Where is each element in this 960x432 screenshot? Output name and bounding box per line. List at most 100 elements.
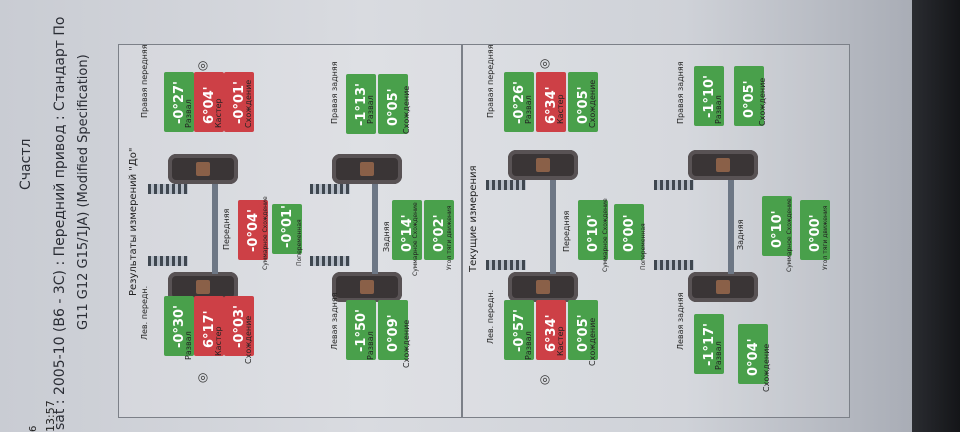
fr-caster-label: Кастер xyxy=(214,98,223,128)
fr-toe-box: 0°05' xyxy=(568,72,598,132)
rear-center-label: Задняя xyxy=(382,221,391,252)
rl-toe-value: 0°04' xyxy=(746,338,761,376)
rl-toe-label: Схождение xyxy=(762,343,771,392)
rear-center-label: Задняя xyxy=(736,219,745,250)
rl-camber-label: Развал xyxy=(714,341,723,370)
header-date: 6 xyxy=(28,425,39,432)
fc-setback-label: Попеременная xyxy=(640,223,647,270)
front-axle xyxy=(550,180,556,274)
header-line1: Счастл xyxy=(18,138,34,190)
fr-toe-label: Схождение xyxy=(244,79,253,128)
tire-icon: ◎ xyxy=(197,58,209,72)
rr-toe-box: 0°05' xyxy=(378,74,408,134)
rr-toe-value: 0°05' xyxy=(742,80,757,118)
front-right-title: Правая передняя xyxy=(486,44,495,118)
rl-toe-box: 0°09' xyxy=(378,300,408,360)
spring-icon xyxy=(310,256,350,266)
fr-camber-box: -0°26' xyxy=(504,72,534,132)
rr-camber-box: -1°13' xyxy=(346,74,376,134)
rc-thrust-value: 0°00' xyxy=(808,214,823,252)
panel-before-title: Результаты измерений "До" xyxy=(128,147,139,296)
rear-axle xyxy=(372,184,378,274)
fl-camber-label: Развал xyxy=(184,331,193,360)
rl-toe-label: Схождение xyxy=(402,319,411,368)
rc-total-label: Суммарное Схождение xyxy=(412,202,419,276)
rc-thrust-value: 0°02' xyxy=(432,214,447,252)
wheel-front-left xyxy=(508,272,578,302)
rr-camber-box: -1°10' xyxy=(694,66,724,126)
rr-camber-label: Развал xyxy=(366,95,375,124)
rc-thrust-label: Угол тяги движения xyxy=(822,205,829,270)
wheel-rear-right xyxy=(332,154,402,184)
rr-camber-label: Развал xyxy=(714,95,723,124)
rear-right-title: Правая задняя xyxy=(330,61,339,124)
front-center-label: Передняя xyxy=(562,210,571,252)
hub xyxy=(536,280,550,294)
spring-icon xyxy=(310,184,350,194)
wheel-front-right xyxy=(508,150,578,180)
wheel-front-right xyxy=(168,154,238,184)
rear-left-title: Левая задняя xyxy=(330,292,339,350)
wheel-rear-right xyxy=(688,150,758,180)
fl-caster-box: 6°17' xyxy=(194,296,224,356)
fc-setback-label: Попеременная xyxy=(296,219,303,266)
rear-left-title: Левая задняя xyxy=(676,292,685,350)
rear-axle xyxy=(728,180,734,274)
hub xyxy=(716,158,730,172)
rl-toe-value: 0°09' xyxy=(386,314,401,352)
background-edge xyxy=(912,0,960,432)
fc-setback-value: 0°00' xyxy=(622,214,637,252)
fl-caster-box: 6°34' xyxy=(536,300,566,360)
fc-total-toe-value: -0°04' xyxy=(246,208,261,252)
fl-caster-label: Кастер xyxy=(556,326,565,356)
front-axle xyxy=(212,184,218,274)
fc-total-toe-value: 0°10' xyxy=(586,214,601,252)
rl-toe-box: 0°04' xyxy=(738,324,768,384)
tire-icon: ◎ xyxy=(539,372,551,386)
fl-toe-box: 0°05' xyxy=(568,300,598,360)
fc-total-label: Суммарное Схождение xyxy=(602,198,609,272)
fr-caster-box: 6°04' xyxy=(194,72,224,132)
wheel-rear-left xyxy=(332,272,402,302)
rc-total-toe-value: 0°10' xyxy=(770,210,785,248)
header-line3: G11 G12 G15/1JA) (Modified Specification… xyxy=(76,54,91,330)
hub xyxy=(196,280,210,294)
rr-toe-box: 0°05' xyxy=(734,66,764,126)
front-left-title: Лев. передн. xyxy=(140,285,149,340)
hub xyxy=(716,280,730,294)
fr-camber-label: Развал xyxy=(184,99,193,128)
hub xyxy=(360,162,374,176)
rl-camber-box: -1°50' xyxy=(346,300,376,360)
wheel-rear-left xyxy=(688,272,758,302)
fl-toe-box: -0°03' xyxy=(224,296,254,356)
tire-icon: ◎ xyxy=(197,370,209,384)
fc-total-label: Суммарное Схождение xyxy=(262,196,269,270)
hub xyxy=(536,158,550,172)
rl-camber-label: Развал xyxy=(366,331,375,360)
fc-setback-box: -0°01' xyxy=(272,204,302,254)
rc-total-label: Суммарное Схождение xyxy=(786,198,793,272)
fc-setback-value: -0°01' xyxy=(280,204,295,248)
front-center-label: Передняя xyxy=(222,208,231,250)
header-time: 13:57 xyxy=(44,400,57,432)
rc-total-toe-box: 0°14' xyxy=(392,200,422,260)
fr-caster-label: Кастер xyxy=(556,94,565,124)
spring-icon xyxy=(654,180,694,190)
front-right-title: Правая передняя xyxy=(140,44,149,118)
rc-thrust-box: 0°00' xyxy=(800,200,830,260)
rr-toe-label: Схождение xyxy=(402,85,411,134)
hub xyxy=(196,162,210,176)
fr-caster-box: 6°34' xyxy=(536,72,566,132)
rc-total-toe-box: 0°10' xyxy=(762,196,792,256)
tire-icon: ◎ xyxy=(539,56,551,70)
rc-thrust-box: 0°02' xyxy=(424,200,454,260)
fc-setback-box: 0°00' xyxy=(614,204,644,260)
fc-total-toe-box: 0°10' xyxy=(578,200,608,260)
fl-caster-label: Кастер xyxy=(214,326,223,356)
spring-icon xyxy=(654,260,694,270)
fl-toe-label: Схождение xyxy=(588,317,597,366)
fr-toe-label: Схождение xyxy=(588,79,597,128)
rear-right-title: Правая задняя xyxy=(676,61,685,124)
fr-camber-box: -0°27' xyxy=(164,72,194,132)
spring-icon xyxy=(486,180,526,190)
